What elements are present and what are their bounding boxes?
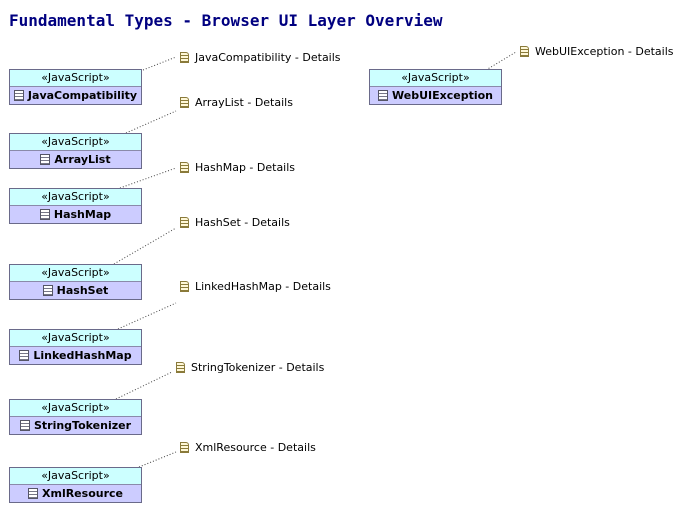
class-xmlresource[interactable]: «JavaScript» XmlResource [9,467,142,503]
note-label: StringTokenizer - Details [191,361,325,374]
note-webuiexception[interactable]: WebUIException - Details [520,45,674,58]
class-icon [19,350,30,361]
stereotype-label: «JavaScript» [10,330,141,347]
class-webuiexception[interactable]: «JavaScript» WebUIException [369,69,502,105]
note-label: HashMap - Details [195,161,296,174]
class-hashmap[interactable]: «JavaScript» HashMap [9,188,142,224]
note-label: HashSet - Details [195,216,290,229]
class-name-bar: WebUIException [370,87,501,104]
diagram-title: Fundamental Types - Browser UI Layer Ove… [9,11,443,30]
class-icon [40,154,51,165]
class-name: WebUIException [392,89,493,102]
note-label: WebUIException - Details [535,45,674,58]
class-name: XmlResource [42,487,123,500]
stereotype-label: «JavaScript» [10,265,141,282]
connector-hashmap [119,167,177,189]
class-arraylist[interactable]: «JavaScript» ArrayList [9,133,142,169]
note-hashset[interactable]: HashSet - Details [180,216,290,229]
note-hashmap[interactable]: HashMap - Details [180,161,295,174]
note-icon [180,52,189,63]
note-icon [180,281,189,292]
note-xmlresource[interactable]: XmlResource - Details [180,441,316,454]
connector-arraylist [125,110,177,134]
class-hashset[interactable]: «JavaScript» HashSet [9,264,142,300]
note-icon [180,97,189,108]
note-icon [176,362,185,373]
class-icon [28,488,38,499]
connector-hashset [113,227,177,265]
class-icon [378,90,388,101]
class-name: JavaCompatibility [27,89,138,102]
class-name-bar: LinkedHashMap [10,347,141,364]
note-label: ArrayList - Details [195,96,293,109]
class-name: LinkedHashMap [33,349,132,362]
class-name-bar: JavaCompatibility [10,87,141,104]
class-name: ArrayList [54,153,111,166]
note-arraylist[interactable]: ArrayList - Details [180,96,293,109]
stereotype-label: «JavaScript» [10,70,141,87]
class-javacompatibility[interactable]: «JavaScript» JavaCompatibility [9,69,142,105]
connector-xmlresource [138,451,177,468]
class-name-bar: StringTokenizer [10,417,141,434]
note-icon [520,46,529,57]
note-stringtokenizer[interactable]: StringTokenizer - Details [176,361,324,374]
note-label: LinkedHashMap - Details [195,280,331,293]
note-label: XmlResource - Details [195,441,316,454]
class-icon [39,209,50,220]
class-name-bar: HashSet [10,282,141,299]
stereotype-label: «JavaScript» [370,70,501,87]
note-icon [180,217,189,228]
stereotype-label: «JavaScript» [10,400,141,417]
connector-stringtokenizer [115,371,173,400]
class-icon [19,420,30,431]
stereotype-label: «JavaScript» [10,189,141,206]
note-linkedhashmap[interactable]: LinkedHashMap - Details [180,280,331,293]
connector-linkedhashmap [117,302,177,330]
class-name-bar: ArrayList [10,151,141,168]
stereotype-label: «JavaScript» [10,134,141,151]
note-icon [180,442,189,453]
note-icon [180,162,189,173]
class-name-bar: XmlResource [10,485,141,502]
class-stringtokenizer[interactable]: «JavaScript» StringTokenizer [9,399,142,435]
class-icon [42,285,53,296]
class-name: StringTokenizer [33,419,132,432]
stereotype-label: «JavaScript» [10,468,141,485]
class-icon [13,90,24,101]
connector-webuiexception [485,51,517,71]
class-name-bar: HashMap [10,206,141,223]
connector-javacompatibility [142,56,177,71]
class-linkedhashmap[interactable]: «JavaScript» LinkedHashMap [9,329,142,365]
note-javacompatibility[interactable]: JavaCompatibility - Details [180,51,341,64]
note-label: JavaCompatibility - Details [195,51,341,64]
class-name: HashSet [56,284,109,297]
class-name: HashMap [53,208,112,221]
